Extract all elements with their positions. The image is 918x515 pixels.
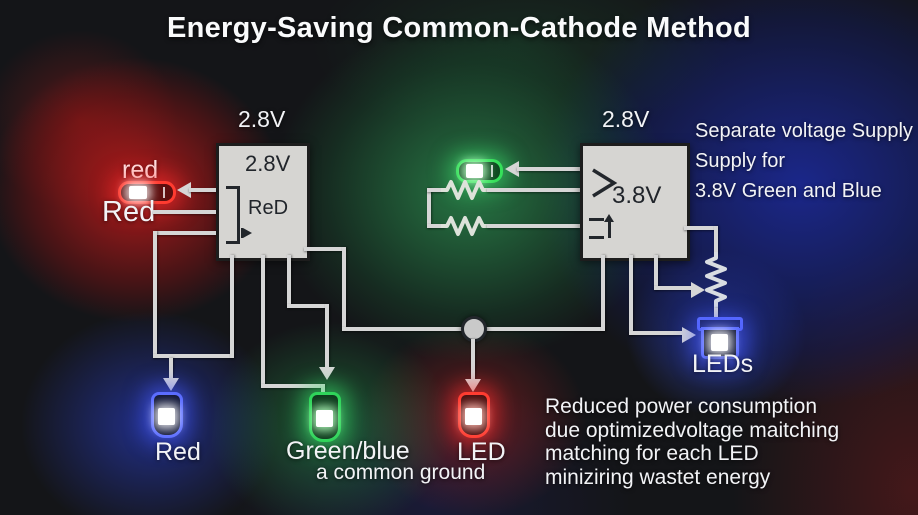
left-driver-box: 2.8V ReD [216, 143, 310, 261]
bottom-led-icon [458, 392, 490, 438]
trigger-arrow-icon [243, 228, 252, 238]
wire-to-bottom-red [169, 358, 173, 379]
annotation-line: matching for each LED [545, 442, 759, 465]
annotation-line: Reduced power consumption [545, 395, 817, 418]
leds-label: LEDs [692, 350, 754, 378]
wire-red-return [153, 210, 216, 214]
separate-supply-annotation: Separate voltage Supply Supply for 3.8V … [695, 116, 915, 206]
bottom-led-label: LED [457, 438, 506, 466]
wire-pin3-elbow [287, 304, 329, 308]
clock-symbol-icon [589, 236, 604, 239]
wire-right-box-pin1 [601, 255, 605, 331]
annotation-line: Separate voltage Supply [695, 120, 913, 142]
wire-left-loop-bottom [153, 354, 234, 358]
wire-to-green-led [321, 384, 325, 394]
resistor-icon [441, 180, 489, 200]
wire-red-led [189, 188, 216, 192]
arrow-down-icon [163, 378, 179, 391]
wire-right-box-out [714, 226, 718, 254]
wire-left-box-pin1 [230, 255, 234, 358]
clock-symbol-icon [604, 214, 614, 222]
clock-symbol-icon [589, 218, 604, 221]
wire-resistor1 [487, 188, 580, 192]
bottom-red-label: Red [155, 438, 201, 466]
wire-left-loop-top [155, 231, 216, 235]
resistor-bracket-wire [427, 188, 431, 228]
arrow-down-icon [465, 379, 481, 392]
right-driver-inside-voltage: 3.8V [612, 182, 662, 209]
arrow-to-red-led-icon [177, 182, 191, 198]
page-title: Energy-Saving Common-Cathode Method [166, 12, 752, 44]
annotation-line: due optimizedvoltage maitching [545, 418, 840, 442]
wire-to-resistor [654, 286, 693, 290]
resistor-vertical-icon [705, 252, 727, 310]
bracket-icon [226, 241, 239, 244]
resistor-icon [441, 216, 489, 236]
bottom-green-label: Green/blue [286, 437, 410, 465]
wire-common-left-riser [342, 247, 346, 331]
wire-pin3-down [325, 304, 329, 368]
wire-right-box-pin3 [654, 255, 658, 290]
bracket-icon [226, 186, 239, 189]
wire-left-box-pin3 [287, 255, 291, 308]
junction-dot-icon [461, 316, 487, 342]
annotation-line: Supply for [695, 150, 786, 172]
right-driver-voltage-label: 2.8V [602, 106, 650, 132]
wire-resistor2 [487, 224, 580, 228]
clock-symbol-icon [608, 222, 611, 238]
wire-left-loop-vertical [153, 231, 157, 358]
reduced-power-annotation: Reduced power consumption due optimizedv… [545, 395, 885, 489]
arrow-right-icon [682, 327, 696, 343]
wire-right-box-out [684, 226, 718, 230]
wire-green-led [517, 167, 580, 171]
trigger-arrow-icon [241, 228, 243, 238]
bottom-green-led-icon [309, 392, 341, 442]
wire-left-box-right-pin [304, 247, 346, 251]
bottom-red-led-icon [151, 392, 183, 438]
right-driver-box: 3.8V [580, 143, 690, 261]
arrow-to-green-led-icon [505, 161, 519, 177]
wire-to-bottom-led [471, 339, 475, 380]
red-led-small-label: red [122, 156, 159, 184]
arrow-right-icon [691, 282, 705, 298]
wire-to-leds [629, 331, 684, 335]
arrow-down-icon [319, 367, 335, 380]
wire-resistor-to-led [714, 308, 718, 320]
annotation-line: miniziring wastet energy [545, 465, 771, 489]
common-ground-label: a common ground [316, 461, 486, 484]
resistor-bracket-wire [427, 224, 445, 228]
red-led-icon [118, 181, 176, 204]
annotation-line: 3.8V Green and Blue [695, 180, 882, 202]
wire-left-box-pin2 [261, 255, 265, 388]
blue-led-icon [701, 327, 739, 359]
chevron-right-icon [592, 168, 618, 198]
wire-right-box-pin2 [629, 255, 633, 335]
wire-to-green-led [261, 384, 325, 388]
red-led-label: Red [102, 196, 156, 228]
resistor-bracket-wire [427, 188, 445, 192]
left-driver-inside-voltage: 2.8V [245, 151, 291, 176]
bracket-icon [237, 186, 240, 244]
left-driver-channel-label: ReD [248, 197, 289, 219]
left-driver-voltage-label: 2.8V [238, 106, 286, 132]
